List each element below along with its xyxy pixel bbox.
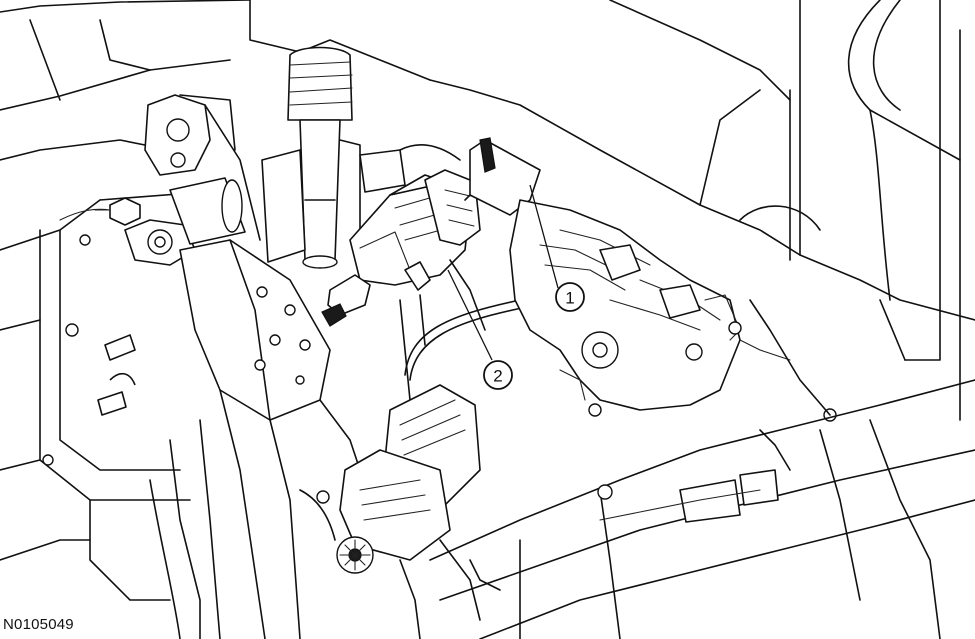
wiring-harness — [399, 259, 563, 401]
callout-2: 2 — [483, 360, 513, 390]
callout-1-label: 1 — [565, 289, 574, 308]
lower-ducting — [429, 379, 975, 639]
callout-leaders — [447, 184, 559, 361]
hvac-actuator — [509, 199, 837, 422]
callout-1-leader — [529, 184, 559, 289]
pushrod-column — [261, 46, 361, 269]
callout-1: 1 — [555, 282, 585, 312]
callout-2-label: 2 — [493, 367, 502, 386]
harness-connector — [359, 137, 541, 216]
figure-id: N0105049 — [3, 616, 74, 633]
dash-structure — [0, 0, 975, 421]
pedal-arm — [149, 177, 371, 639]
callout-2-leader — [447, 269, 493, 361]
brake-pedal-switch — [321, 169, 481, 327]
pedal-bracket — [0, 94, 261, 601]
lower-actuator-motor — [299, 384, 481, 639]
